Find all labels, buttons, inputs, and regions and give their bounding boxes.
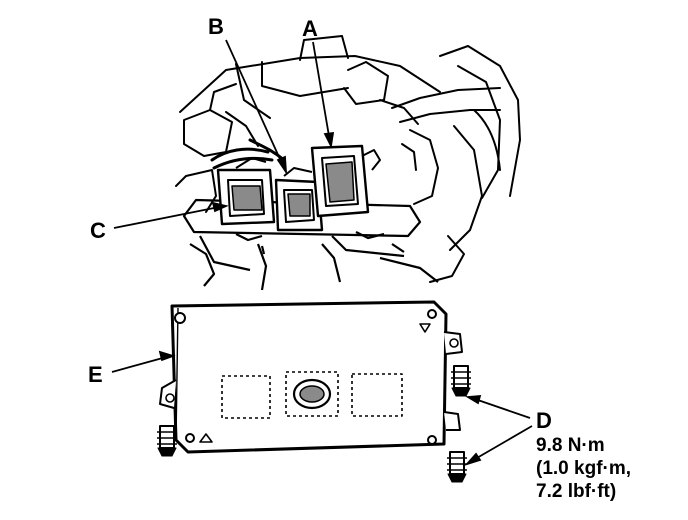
callout-a-label: A [302, 16, 318, 41]
leader-a [312, 41, 335, 149]
mounting-bracket [182, 198, 439, 291]
bolt-lower-left [157, 425, 177, 457]
connector-b [274, 167, 324, 232]
leader-d [464, 394, 533, 466]
bolt-upper-right [451, 365, 471, 397]
callout-e-label: E [88, 362, 103, 387]
torque-imperial: 7.2 lbf·ft) [536, 481, 617, 502]
connector-a [310, 144, 381, 218]
wire-harness [210, 138, 286, 170]
ecm-unit [159, 300, 463, 454]
bolt-lower-right [447, 451, 467, 483]
leader-c [113, 201, 229, 229]
callout-d-label: D [536, 408, 552, 433]
torque-metric: 9.8 N·m [536, 435, 605, 456]
engine-bay-background [175, 35, 521, 283]
callout-b-label: B [208, 14, 224, 39]
leader-b [225, 39, 288, 176]
torque-kgf: (1.0 kgf·m, [536, 458, 632, 479]
callout-c-label: C [90, 218, 106, 243]
leader-e [111, 350, 176, 373]
connector-c [216, 157, 276, 226]
